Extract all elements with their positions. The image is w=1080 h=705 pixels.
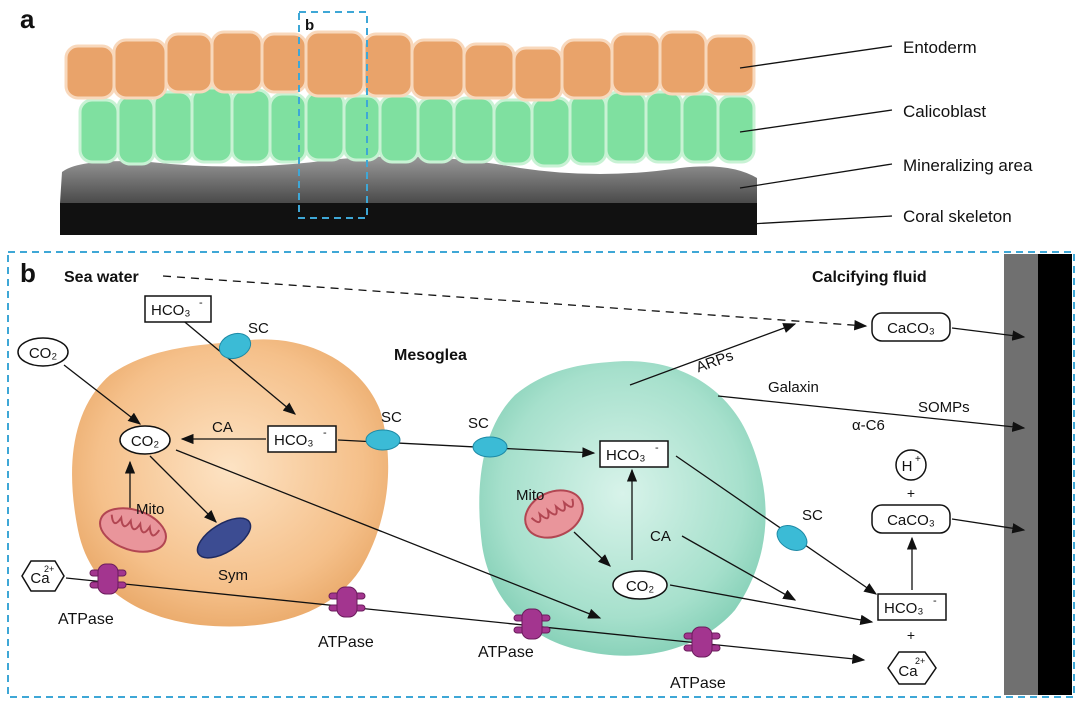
co2-seawater bbox=[17, 337, 69, 367]
mitochondrion-right bbox=[524, 489, 584, 539]
svg-text:CaCO₃: CaCO₃ bbox=[887, 512, 935, 529]
mineralizing-area-layer bbox=[60, 156, 757, 203]
calicoblast-layer bbox=[78, 86, 756, 168]
coral-skeleton-label: Coral skeleton bbox=[903, 207, 1012, 226]
atpase-label-1: ATPase bbox=[58, 611, 114, 628]
layer-leaders bbox=[739, 45, 893, 225]
seawater-transport-arrow bbox=[162, 275, 868, 331]
ca-enzyme-label-left: CA bbox=[212, 419, 233, 436]
ca-enzyme-label-right: CA bbox=[650, 528, 671, 545]
sc-label-3: SC bbox=[468, 415, 489, 432]
symbiont bbox=[196, 517, 252, 559]
atpase-label-4: ATPase bbox=[670, 675, 726, 692]
galaxin-label: Galaxin bbox=[768, 379, 819, 396]
svg-text:HCO₃: HCO₃ bbox=[884, 600, 923, 617]
hco3-seawater: HCO₃ - bbox=[144, 295, 212, 323]
arps-label: ARPs bbox=[694, 347, 736, 376]
sc-label-4: SC bbox=[802, 507, 823, 524]
calicoblast-cell-right bbox=[479, 361, 766, 656]
somps-label: SOMPs bbox=[918, 399, 970, 416]
sc-transporters bbox=[218, 332, 808, 551]
svg-text:H: H bbox=[902, 458, 913, 475]
svg-text:-: - bbox=[933, 595, 937, 607]
entoderm-label: Entoderm bbox=[903, 38, 977, 57]
svg-text:HCO₃: HCO₃ bbox=[151, 302, 190, 319]
hco3-left-cell: HCO₃ - bbox=[267, 425, 337, 453]
plus-sign-2: + bbox=[907, 627, 915, 643]
plus-sign-1: + bbox=[907, 485, 915, 501]
calicoblast-label: Calicoblast bbox=[903, 102, 986, 121]
svg-text:CaCO₃: CaCO₃ bbox=[887, 320, 935, 337]
inset-b-box bbox=[298, 11, 368, 219]
mineralizing-area-label: Mineralizing area bbox=[903, 156, 1033, 175]
caco3-top: CaCO₃ bbox=[871, 312, 951, 342]
mito-label-left: Mito bbox=[136, 501, 164, 518]
sc-label-2: SC bbox=[381, 409, 402, 426]
co2-right-cell-label: CO₂ bbox=[626, 578, 655, 595]
co2-right-cell bbox=[612, 570, 668, 600]
sym-label: Sym bbox=[218, 567, 248, 584]
hco3-right-cell: HCO₃ - bbox=[599, 440, 669, 468]
panel-b-label: b bbox=[20, 258, 36, 288]
skeleton-band bbox=[1038, 254, 1072, 695]
hco3-calcifying: HCO₃ - bbox=[877, 593, 947, 621]
svg-text:2+: 2+ bbox=[915, 656, 925, 666]
co2-seawater-label: CO₂ bbox=[29, 345, 58, 362]
svg-text:Ca: Ca bbox=[898, 663, 918, 680]
svg-text:HCO₃: HCO₃ bbox=[274, 432, 313, 449]
panel-a-label: a bbox=[20, 4, 35, 34]
calcifying-fluid-label: Calcifying fluid bbox=[812, 269, 927, 286]
entoderm-layer bbox=[64, 30, 756, 102]
ca-ion-seawater: Ca 2+ bbox=[21, 560, 65, 592]
mitochondrion-left bbox=[99, 507, 167, 553]
atpase-pumps bbox=[89, 563, 721, 658]
calicoblast-cell-left bbox=[72, 339, 389, 627]
mineralizing-band bbox=[1004, 254, 1038, 695]
atpase-label-3: ATPase bbox=[478, 644, 534, 661]
svg-text:-: - bbox=[199, 297, 203, 309]
svg-text:+: + bbox=[915, 454, 921, 465]
mesoglea-label: Mesoglea bbox=[394, 347, 467, 364]
alpha-c6-label: α-C6 bbox=[852, 417, 885, 434]
h-ion: H + bbox=[895, 449, 927, 481]
svg-text:Ca: Ca bbox=[30, 570, 50, 587]
svg-text:-: - bbox=[655, 442, 659, 454]
co2-left-cell bbox=[119, 425, 171, 455]
caco3-bottom: CaCO₃ bbox=[871, 504, 951, 534]
mito-label-right: Mito bbox=[516, 487, 544, 504]
svg-text:HCO₃: HCO₃ bbox=[606, 447, 645, 464]
svg-text:-: - bbox=[323, 427, 327, 439]
inset-b-label: b bbox=[305, 17, 314, 34]
coral-skeleton-layer bbox=[60, 203, 757, 235]
svg-text:2+: 2+ bbox=[44, 564, 54, 574]
panel-b-frame bbox=[7, 251, 1075, 698]
sc-label-1: SC bbox=[248, 320, 269, 337]
co2-left-cell-label: CO₂ bbox=[131, 433, 160, 450]
sea-water-label: Sea water bbox=[64, 269, 139, 286]
ca-ion-calcifying: Ca 2+ bbox=[887, 651, 937, 685]
atpase-label-2: ATPase bbox=[318, 634, 374, 651]
